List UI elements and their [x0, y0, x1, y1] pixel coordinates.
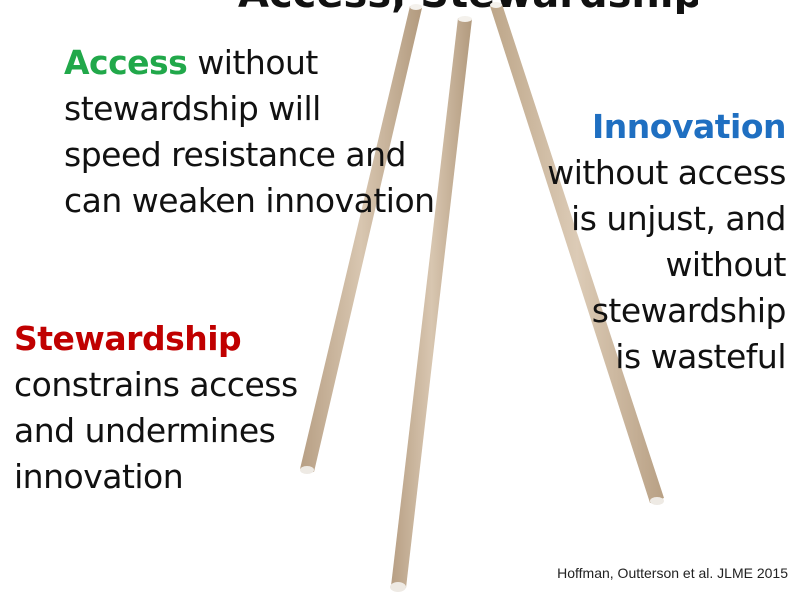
access-line-2: stewardship will	[64, 89, 321, 128]
stewardship-line-2: and undermines	[14, 411, 276, 450]
access-keyword: Access	[64, 43, 188, 82]
access-line-1: Access without	[64, 40, 435, 86]
access-line-4: can weaken innovation	[64, 181, 435, 220]
tripod-foot	[300, 466, 314, 474]
access-text-block: Access without stewardship will speed re…	[64, 40, 435, 224]
citation: Hoffman, Outterson et al. JLME 2015	[557, 565, 788, 581]
tripod-tip	[490, 2, 502, 8]
stewardship-keyword: Stewardship	[14, 319, 242, 358]
tripod-foot	[650, 497, 664, 505]
innovation-line-5: is wasteful	[615, 337, 786, 376]
tripod-leg-left	[300, 6, 422, 472]
access-line-3: speed resistance and	[64, 135, 406, 174]
innovation-line-1: without access	[547, 153, 786, 192]
tripod-foot	[390, 582, 406, 592]
stewardship-text-block: Stewardship constrains access and underm…	[14, 316, 298, 500]
tripod-tip	[410, 4, 422, 10]
innovation-keyword: Innovation	[592, 107, 786, 146]
stewardship-line-3: innovation	[14, 457, 184, 496]
tripod-leg-right	[490, 4, 664, 503]
innovation-line-3: without	[665, 245, 786, 284]
innovation-line-4: stewardship	[591, 291, 787, 330]
innovation-text-block: Innovation without access is unjust, and…	[547, 104, 786, 380]
innovation-line-2: is unjust, and	[571, 199, 786, 238]
access-line-1-rest: without	[187, 43, 318, 82]
stewardship-line-1: constrains access	[14, 365, 298, 404]
tripod-tip	[458, 16, 472, 22]
tripod-leg-center	[391, 18, 472, 588]
slide-title-partial: Access, Stewardship, Innovation	[238, 0, 698, 14]
